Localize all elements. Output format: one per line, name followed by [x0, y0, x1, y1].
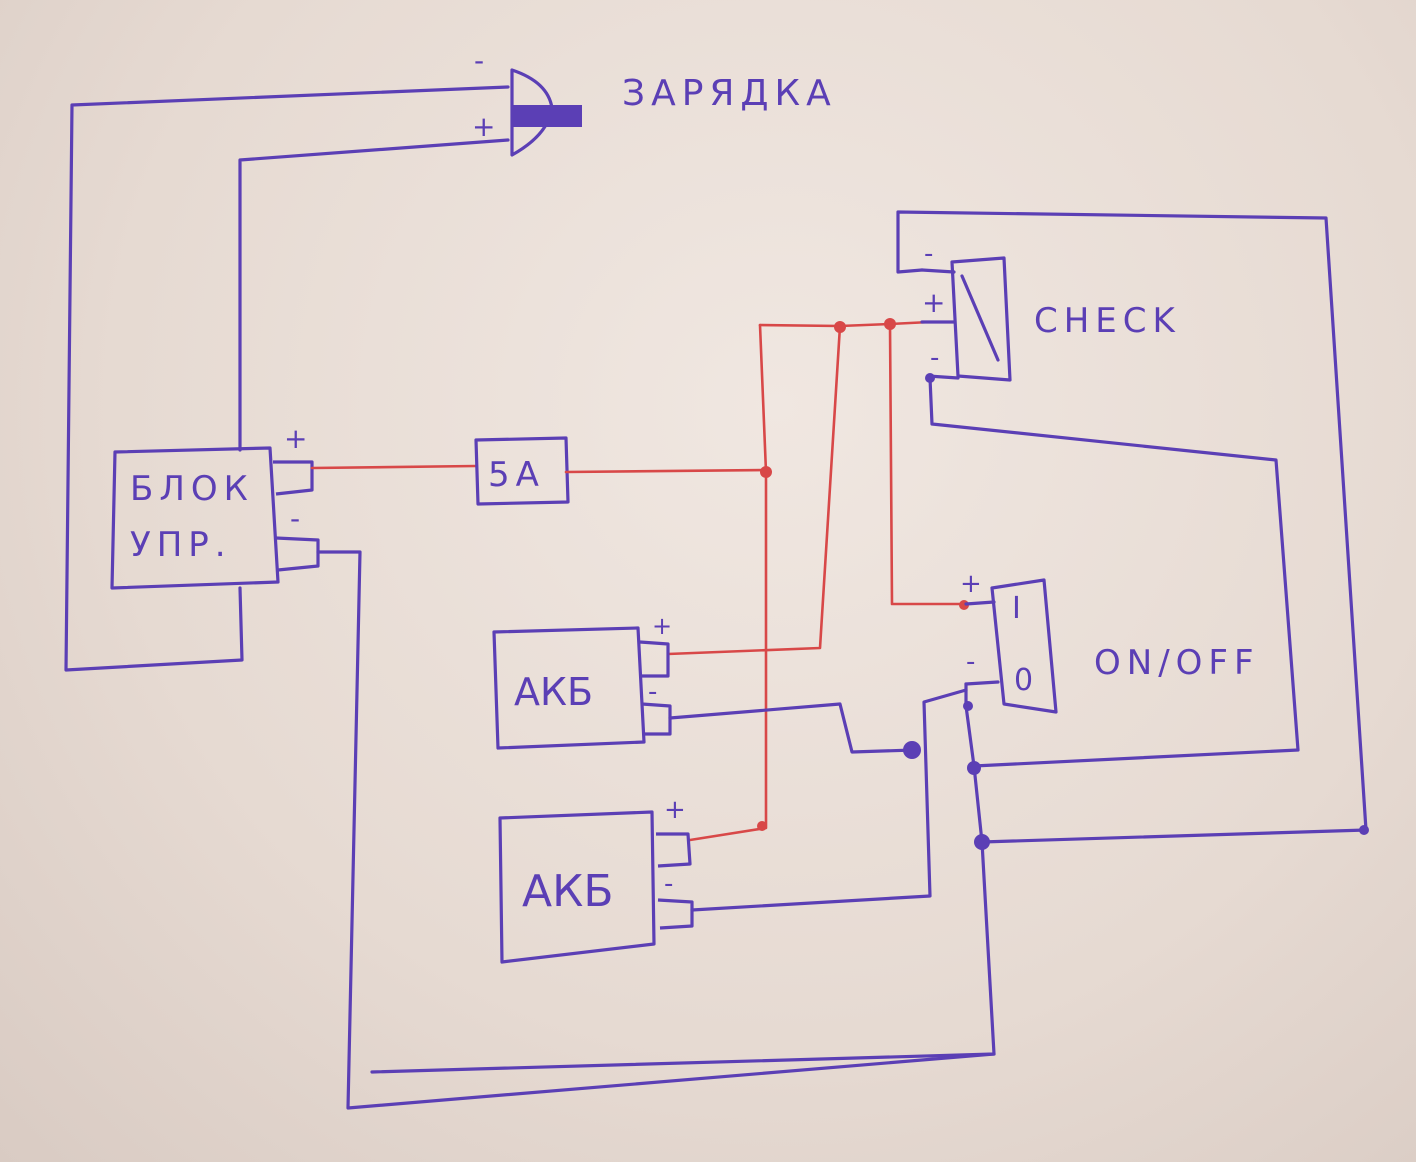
battery-lower-minus-sign: - — [664, 869, 673, 899]
wire-switch-minus-down — [370, 682, 996, 1074]
battery-upper-label: АКБ — [514, 670, 593, 714]
check-indicator-diagonal — [960, 274, 1000, 362]
switch-pins — [964, 600, 1000, 686]
wire-control-minus-loop — [316, 550, 996, 1110]
charger-minus-sign: - — [474, 44, 484, 77]
switch-position-on: I — [1012, 591, 1021, 626]
check-minus-sign-top: - — [924, 239, 933, 269]
wire-check-top-loop — [896, 210, 1368, 844]
battery-upper-minus-terminal — [641, 702, 672, 736]
fuse-box — [474, 436, 570, 506]
battery-lower: АКБ + - — [498, 795, 694, 964]
battery-lower-plus-terminal — [656, 832, 692, 868]
control-unit-label-line1: БЛОК — [130, 469, 254, 509]
battery-lower-label: АКБ — [522, 866, 614, 917]
charger-pin — [512, 105, 582, 127]
wire-battery1-minus — [668, 702, 916, 754]
check-label: CHECK — [1034, 301, 1181, 341]
fuse: 5A — [474, 436, 570, 506]
junction-right-2 — [974, 834, 990, 850]
junction-red-top-1 — [834, 321, 846, 333]
battery-lower-plus-sign: + — [664, 795, 686, 825]
wire-charger-minus — [64, 85, 510, 672]
wire-red-bus-main — [688, 323, 768, 842]
check-indicator-body — [950, 256, 1012, 382]
junction-right-corner — [1359, 825, 1369, 835]
control-unit-label-line2: УПР. — [130, 525, 232, 565]
wire-red-to-battery1 — [666, 324, 842, 656]
fuse-label: 5A — [488, 455, 545, 495]
check-plus-sign: + — [922, 286, 945, 319]
check-minus-sign-bottom: - — [930, 343, 939, 373]
battery-upper-minus-sign: - — [648, 677, 657, 707]
wire-red-to-switch — [888, 322, 968, 606]
charger-plus-sign: + — [472, 110, 495, 143]
junction-red-top-2 — [884, 318, 896, 330]
junction-right-1 — [967, 761, 981, 775]
control-unit-plus-terminal — [273, 460, 314, 496]
on-off-switch: I 0 + - — [960, 569, 1058, 714]
junction-battery-minus — [903, 741, 921, 759]
junction-switch-bottom — [963, 701, 973, 711]
switch-label: ON/OFF — [1094, 643, 1260, 683]
wire-check-bottom-loop — [928, 376, 1300, 768]
wire-battery2-minus — [690, 688, 968, 912]
charger-label: ЗАРЯДКА — [622, 73, 837, 114]
junction-red-bottom — [757, 821, 767, 831]
wire-charger-plus — [238, 138, 510, 452]
battery-upper-plus-terminal — [639, 640, 670, 678]
check-indicator: - + - — [920, 239, 1012, 382]
control-unit-minus-terminal — [275, 536, 320, 572]
control-unit: БЛОК УПР. + - — [110, 422, 320, 590]
battery-lower-box — [498, 810, 656, 964]
switch-minus-sign: - — [966, 647, 975, 677]
junction-fuse-bus — [760, 466, 772, 478]
control-unit-box — [110, 446, 280, 590]
battery-lower-minus-terminal — [657, 898, 694, 930]
wire-red-top-to-check — [758, 320, 932, 328]
wire-control-plus-to-fuse — [310, 464, 478, 470]
charger-connector: - + — [472, 44, 582, 157]
wire-fuse-to-bus — [564, 468, 768, 474]
switch-position-off: 0 — [1014, 663, 1033, 698]
control-unit-minus-sign: - — [290, 502, 300, 535]
battery-upper: АКБ + - — [492, 612, 672, 750]
battery-upper-plus-sign: + — [652, 612, 672, 640]
switch-plus-sign: + — [960, 569, 982, 599]
switch-body — [990, 578, 1058, 714]
battery-upper-box — [492, 626, 646, 750]
control-unit-plus-sign: + — [284, 422, 307, 455]
